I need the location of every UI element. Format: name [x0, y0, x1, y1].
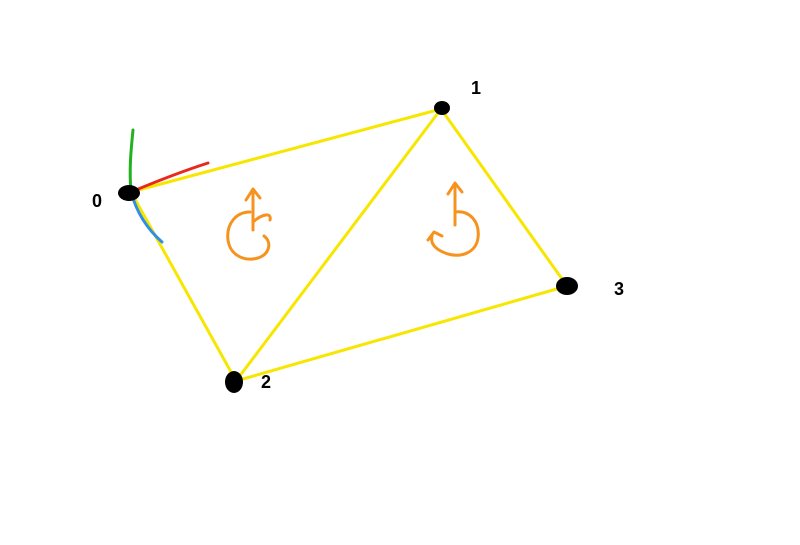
vertex-label-3: 3	[614, 279, 624, 299]
vertex-dot-1	[434, 101, 450, 115]
vertex-label-1: 1	[471, 78, 481, 98]
clockwise-arrow-icon	[426, 181, 480, 257]
edge-1-2	[234, 107, 443, 383]
vertex-dot-2	[225, 371, 243, 393]
edge-1-3	[439, 107, 569, 288]
edge-0-1	[129, 107, 443, 194]
counter-clockwise-arrow-icon	[226, 187, 272, 261]
vertex-dot-0	[118, 185, 140, 201]
vertex-label-0: 0	[92, 191, 102, 211]
edge-2-3	[234, 284, 569, 383]
vertex-label-2: 2	[261, 372, 271, 392]
vertex-dot-3	[556, 277, 578, 295]
mesh-vertices	[118, 101, 578, 393]
mesh-edges	[129, 107, 569, 383]
edge-0-2	[129, 190, 238, 383]
